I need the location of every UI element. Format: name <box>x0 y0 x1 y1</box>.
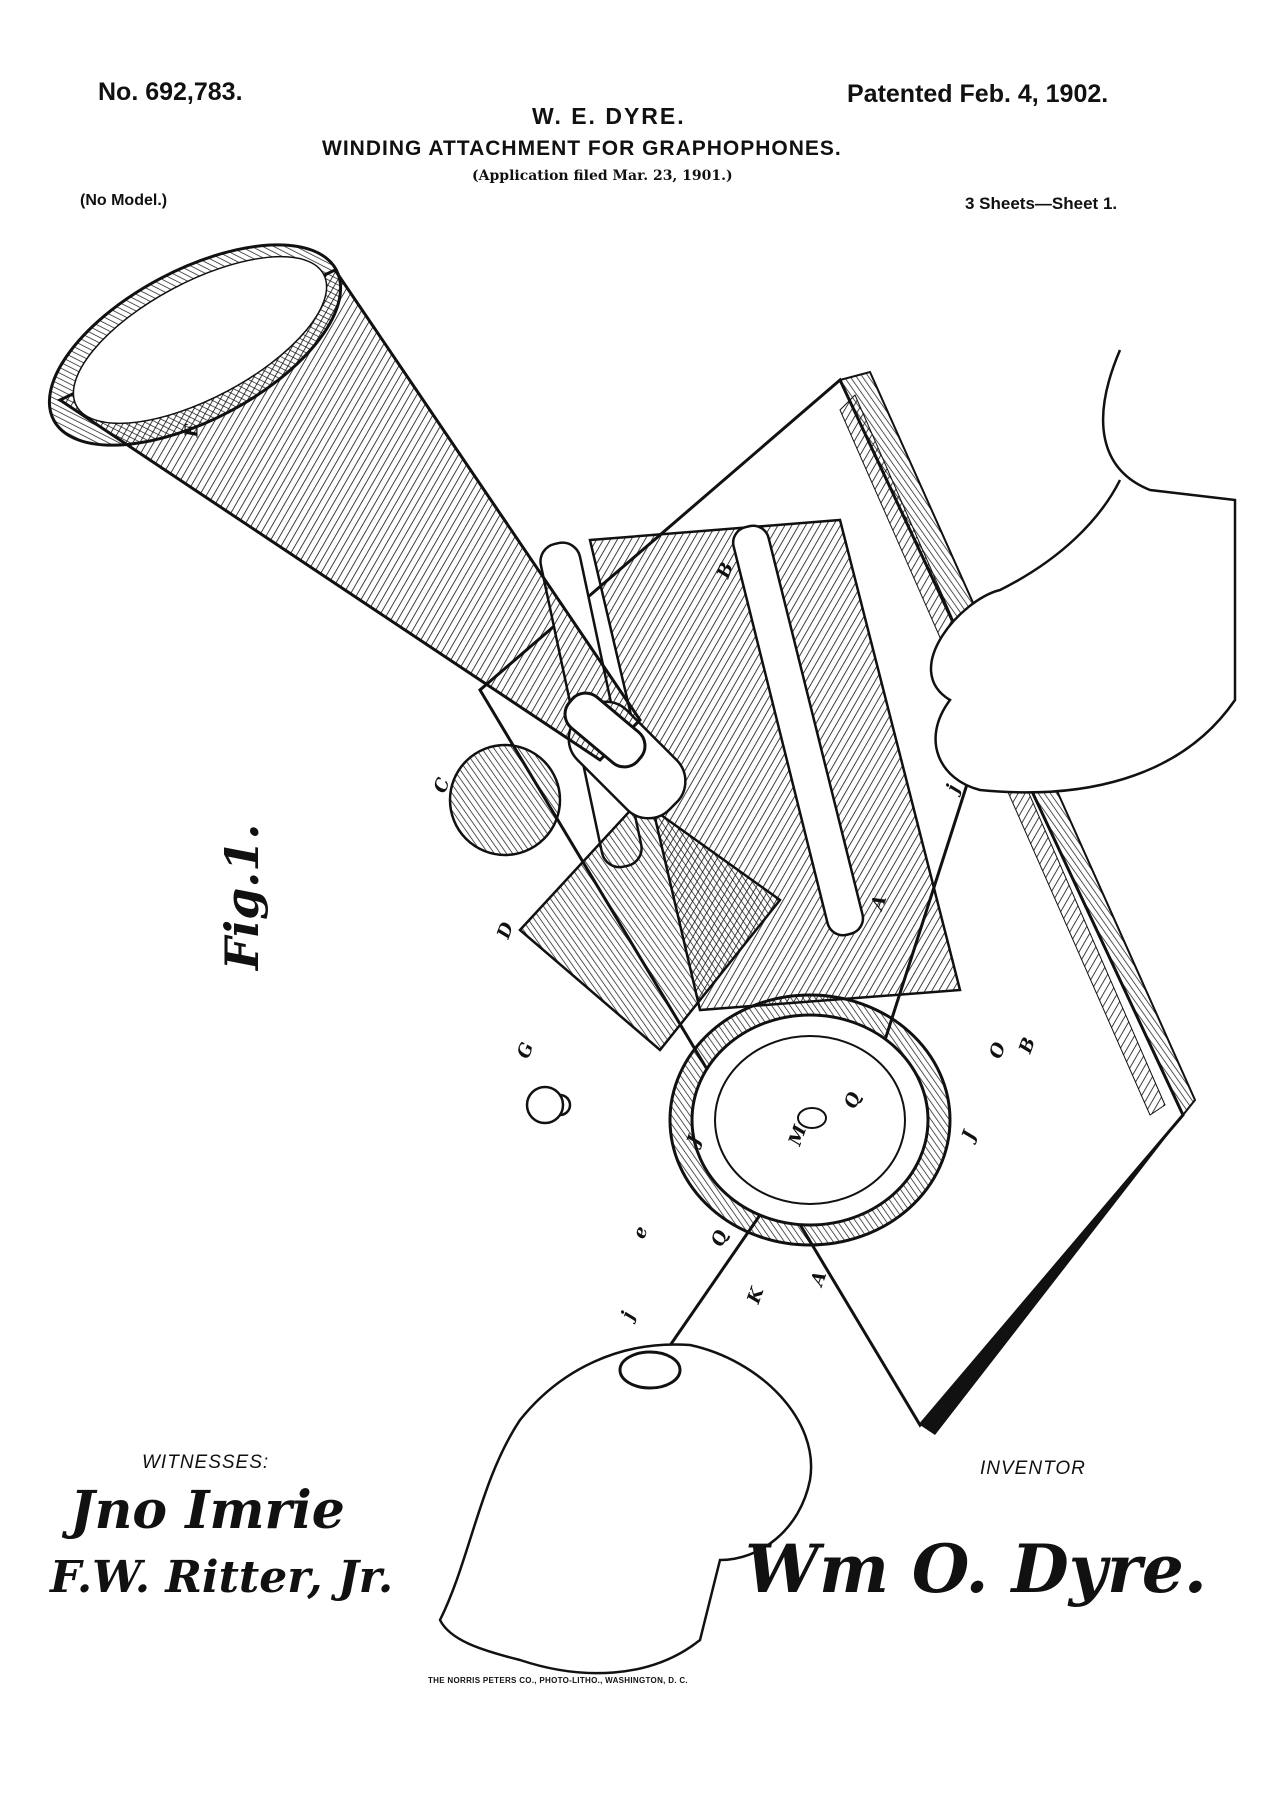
inventor-signature: Wm O. Dyre. <box>745 1530 1207 1608</box>
winding-disc <box>668 993 952 1247</box>
inventor-name: W. E. DYRE. <box>532 103 686 129</box>
witness-signature-2: F.W. Ritter, Jr. <box>50 1552 394 1603</box>
model-note: (No Model.) <box>80 192 168 209</box>
figure-label: Fig.1. <box>215 823 269 970</box>
witness-signature-1: Jno Imrie <box>70 1480 345 1541</box>
horn <box>47 243 647 769</box>
sheet-info: 3 Sheets—Sheet 1. <box>965 194 1118 213</box>
patent-number: No. 692,783. <box>98 78 243 106</box>
application-filed: (Application filed Mar. 23, 1901.) <box>472 168 733 184</box>
patent-date: Patented Feb. 4, 1902. <box>847 80 1109 108</box>
inventor-label: INVENTOR <box>980 1458 1086 1479</box>
printer-credit: THE NORRIS PETERS CO., PHOTO-LITHO., WAS… <box>428 1676 688 1685</box>
upper-hand <box>929 349 1237 794</box>
cord-lower <box>658 1214 762 1361</box>
part-label-e: E <box>181 423 203 438</box>
mechanism <box>448 518 962 1125</box>
finger-ring <box>618 1350 682 1390</box>
witnesses-label: WITNESSES: <box>142 1452 270 1473</box>
patent-title: WINDING ATTACHMENT FOR GRAPHOPHONES. <box>322 137 842 160</box>
cord-upper <box>883 774 972 1041</box>
lower-hand <box>438 1343 813 1675</box>
